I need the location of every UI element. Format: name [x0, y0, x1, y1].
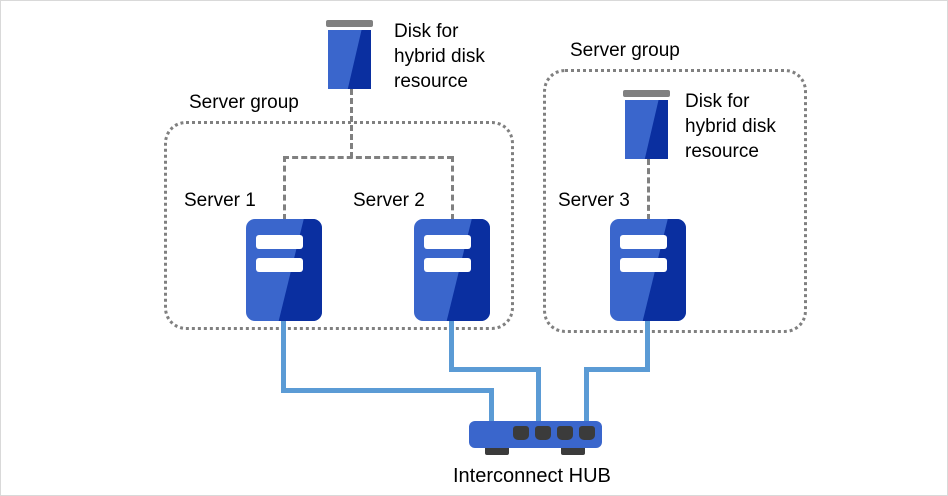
- disk-link-leg-server3: [647, 159, 650, 220]
- disk-body-icon: [625, 100, 668, 159]
- disk-label-line-1: Disk for: [394, 21, 459, 42]
- disk-link-leg-server1: [283, 156, 286, 220]
- server-group-box-left: [164, 121, 514, 330]
- server-slot-bottom: [619, 257, 667, 272]
- hub-label: Interconnect HUB: [453, 465, 611, 487]
- hub-port-3: [557, 426, 573, 440]
- server-slot-bottom: [423, 257, 471, 272]
- lan-cable-server2-riser: [536, 367, 541, 423]
- server-slot-top: [423, 235, 471, 250]
- hub-foot-left: [485, 446, 509, 455]
- hub-foot-right: [561, 446, 585, 455]
- disk-icon-server3: [623, 90, 670, 159]
- server-icon-3: [610, 219, 686, 321]
- server-icon-2: [414, 219, 490, 321]
- disk-label-line-3: resource: [685, 141, 759, 163]
- disk-label-server3: Disk for hybrid disk resource: [685, 89, 776, 164]
- hub-port-2: [535, 426, 551, 440]
- lan-cable-server1-riser: [489, 388, 494, 423]
- disk-shade: [644, 100, 668, 159]
- disk-label-line-2: hybrid disk: [394, 46, 485, 68]
- disk-cap-icon: [623, 90, 670, 97]
- lan-cable-server3-drop: [645, 321, 650, 372]
- lan-cable-server1-run: [281, 388, 494, 393]
- disk-cap-icon: [326, 20, 373, 27]
- lan-cable-server3-run: [584, 367, 650, 372]
- disk-shade: [347, 30, 371, 89]
- server-slot-bottom: [255, 257, 303, 272]
- disk-icon-shared: [326, 20, 373, 89]
- lan-cable-server2-drop: [449, 321, 454, 372]
- disk-label-line-2: hybrid disk: [685, 116, 776, 138]
- server-icon-1: [246, 219, 322, 321]
- server-group-label-left: Server group: [185, 90, 303, 116]
- server-slot-top: [255, 235, 303, 250]
- lan-cable-server2-run: [449, 367, 541, 372]
- disk-link-stem-shared: [350, 89, 353, 158]
- lan-cable-server1-drop: [281, 321, 286, 393]
- disk-label-shared: Disk for hybrid disk resource: [394, 19, 485, 94]
- disk-link-leg-server2: [451, 156, 454, 220]
- server-label-2: Server 2: [353, 190, 425, 211]
- server-label-3: Server 3: [558, 190, 630, 211]
- server-group-box-right: [543, 69, 807, 333]
- hub-port-4: [579, 426, 595, 440]
- disk-label-line-1: Disk for: [685, 91, 750, 112]
- disk-label-line-3: resource: [394, 71, 468, 93]
- disk-body-icon: [328, 30, 371, 89]
- hub-port-1: [513, 426, 529, 440]
- server-slot-top: [619, 235, 667, 250]
- disk-link-bus-shared: [283, 156, 453, 159]
- server-group-label-right: Server group: [566, 38, 684, 64]
- hub-body: [469, 421, 602, 448]
- server-label-1: Server 1: [184, 190, 256, 211]
- lan-cable-server3-riser: [584, 367, 589, 423]
